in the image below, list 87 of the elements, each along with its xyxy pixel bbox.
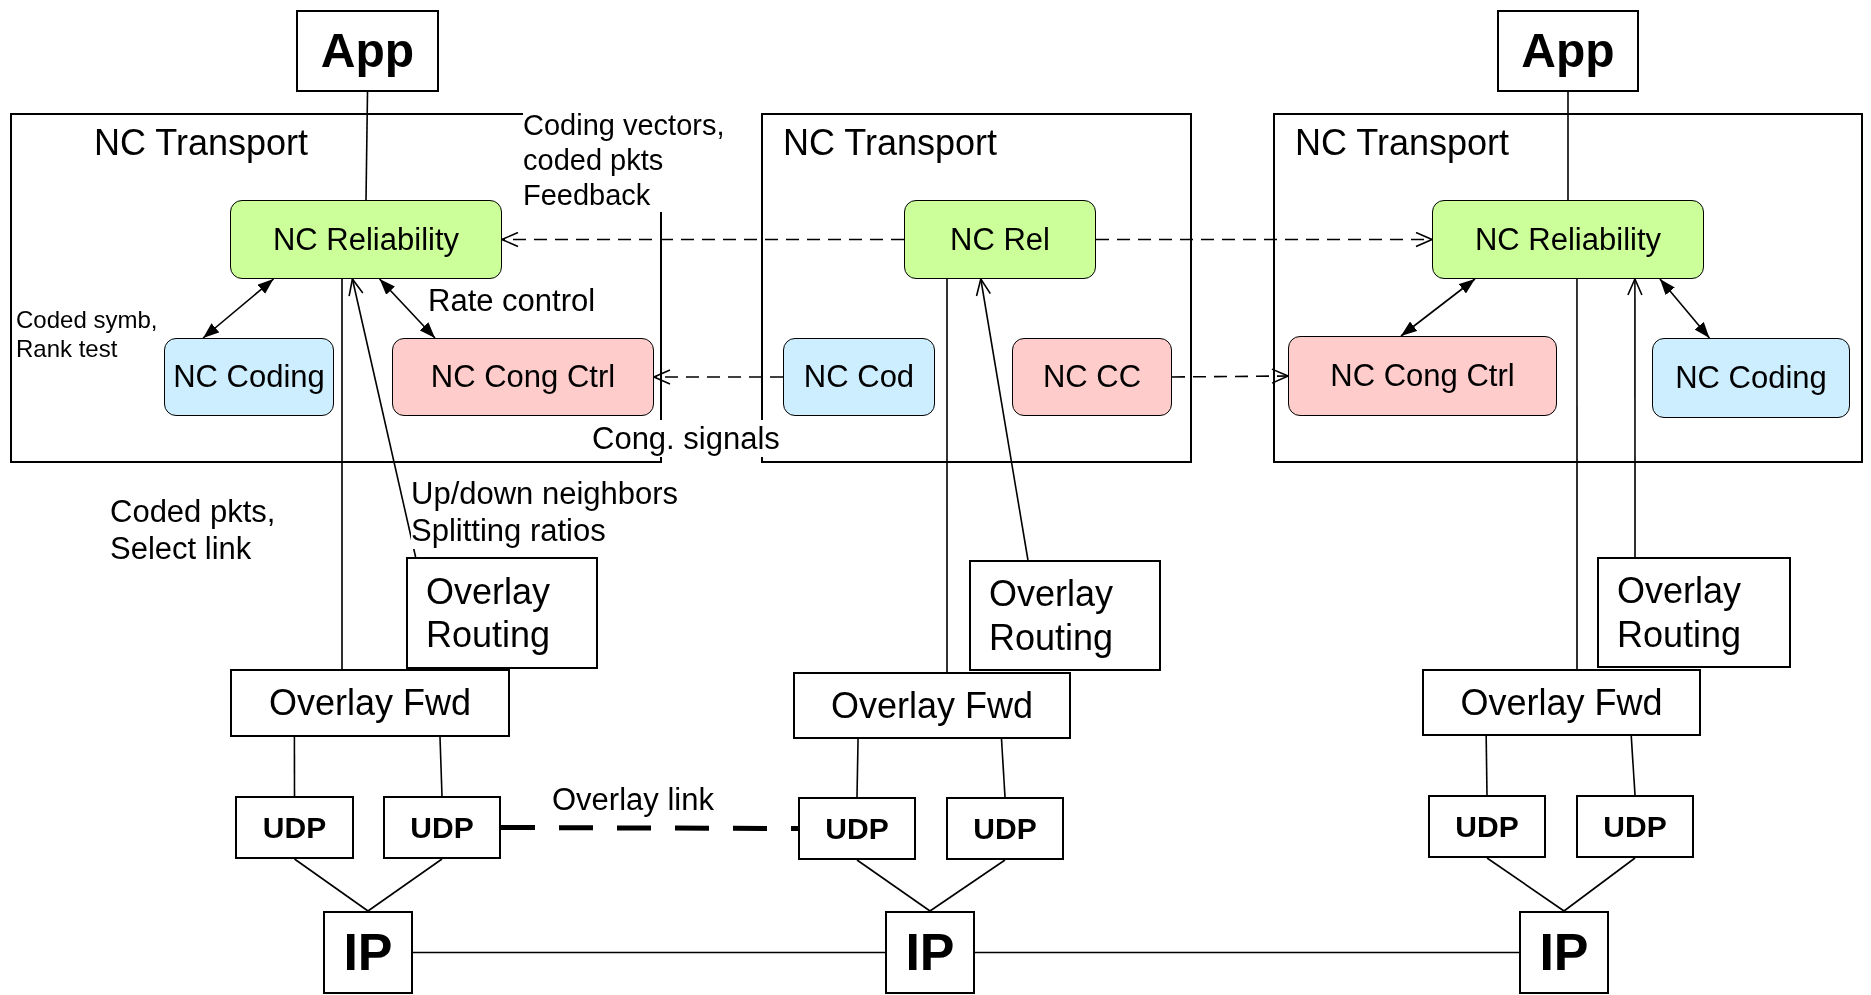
app-box: [1497, 10, 1639, 92]
group-title: NC Transport: [1295, 121, 1510, 165]
box-label: Overlay Routing: [1617, 569, 1743, 656]
connector-line: [501, 825, 798, 831]
forwarding-box: [793, 672, 1071, 739]
routing-box: [406, 557, 598, 669]
module-box: [783, 338, 935, 416]
arrow: [1171, 368, 1289, 384]
module-box: [904, 200, 1096, 279]
arrow: [1659, 278, 1711, 339]
box-label: NC Coding: [1675, 359, 1827, 397]
box-label: UDP: [825, 810, 889, 847]
protocol-box: [235, 796, 354, 859]
module-box: [1288, 336, 1557, 416]
connector-line: [341, 278, 343, 670]
box-label: App: [1521, 23, 1615, 80]
protocol-box: [798, 797, 916, 860]
connector-line: [1486, 857, 1565, 912]
box-label: NC CC: [1042, 358, 1142, 396]
transport-box: [1273, 113, 1863, 463]
app-box: [296, 10, 439, 92]
box-label: NC Reliability: [1474, 220, 1661, 259]
module-box: [1652, 338, 1850, 418]
connector-line: [974, 951, 1520, 954]
box-label: NC Cong Ctrl: [430, 358, 616, 396]
module-box: [1432, 200, 1704, 279]
box-label: NC Rel: [950, 220, 1050, 259]
connector-line: [293, 858, 369, 912]
connector-line: [365, 91, 369, 201]
protocol-box: [946, 797, 1064, 860]
box-label: IP: [343, 922, 393, 984]
box-label: Overlay Fwd: [268, 681, 471, 725]
module-box: [164, 338, 334, 416]
box-label: NC Coding: [173, 358, 325, 396]
group-title: NC Transport: [94, 121, 309, 165]
protocol-box: [323, 911, 413, 994]
arrow: [1095, 231, 1433, 248]
box-label: Overlay Fwd: [830, 683, 1033, 728]
connector-line: [946, 278, 948, 673]
arrow: [975, 278, 1029, 561]
box-label: Overlay Fwd: [1460, 680, 1663, 725]
module-box: [392, 338, 654, 416]
arrow: [501, 231, 905, 248]
box-label: UDP: [262, 809, 327, 846]
protocol-box: [383, 796, 501, 859]
connector-line: [1000, 738, 1006, 798]
routing-box: [969, 560, 1161, 671]
box-label: Overlay Routing: [426, 569, 552, 657]
group-title: NC Transport: [783, 121, 998, 165]
connector-line: [439, 736, 443, 797]
connector-line: [1485, 735, 1488, 796]
connector-line: [929, 859, 1006, 912]
arrow: [202, 278, 275, 339]
protocol-box: [1519, 911, 1609, 994]
connector-line: [856, 738, 859, 798]
box-label: App: [320, 23, 415, 80]
arrow: [378, 278, 436, 339]
connector-line: [1563, 857, 1636, 912]
connector-line: [293, 736, 296, 797]
box-label: UDP: [973, 810, 1037, 847]
protocol-box: [1428, 795, 1546, 858]
arrow: [1627, 278, 1643, 558]
connector-line: [412, 951, 886, 954]
arrow: [653, 369, 784, 385]
connector-line: [367, 858, 443, 912]
box-label: UDP: [1455, 808, 1519, 845]
connector-line: [856, 859, 931, 912]
forwarding-box: [230, 669, 510, 737]
box-label: NC Cong Ctrl: [1330, 357, 1515, 395]
protocol-box: [1576, 795, 1694, 858]
box-label: IP: [1539, 922, 1589, 984]
connector-line: [1567, 91, 1569, 201]
module-box: [1012, 338, 1172, 416]
box-label: Overlay Routing: [989, 572, 1115, 659]
box-label: NC Reliability: [272, 220, 459, 259]
arrow: [1400, 278, 1476, 337]
box-label: NC Cod: [803, 358, 915, 396]
box-label: UDP: [1603, 808, 1667, 845]
connector-line: [1576, 278, 1578, 670]
box-label: IP: [905, 922, 955, 984]
protocol-box: [885, 911, 975, 994]
routing-box: [1597, 557, 1791, 668]
forwarding-box: [1422, 669, 1701, 736]
arrow: [348, 278, 417, 558]
box-label: UDP: [410, 809, 474, 846]
connector-line: [1630, 735, 1636, 796]
module-box: [230, 200, 502, 279]
